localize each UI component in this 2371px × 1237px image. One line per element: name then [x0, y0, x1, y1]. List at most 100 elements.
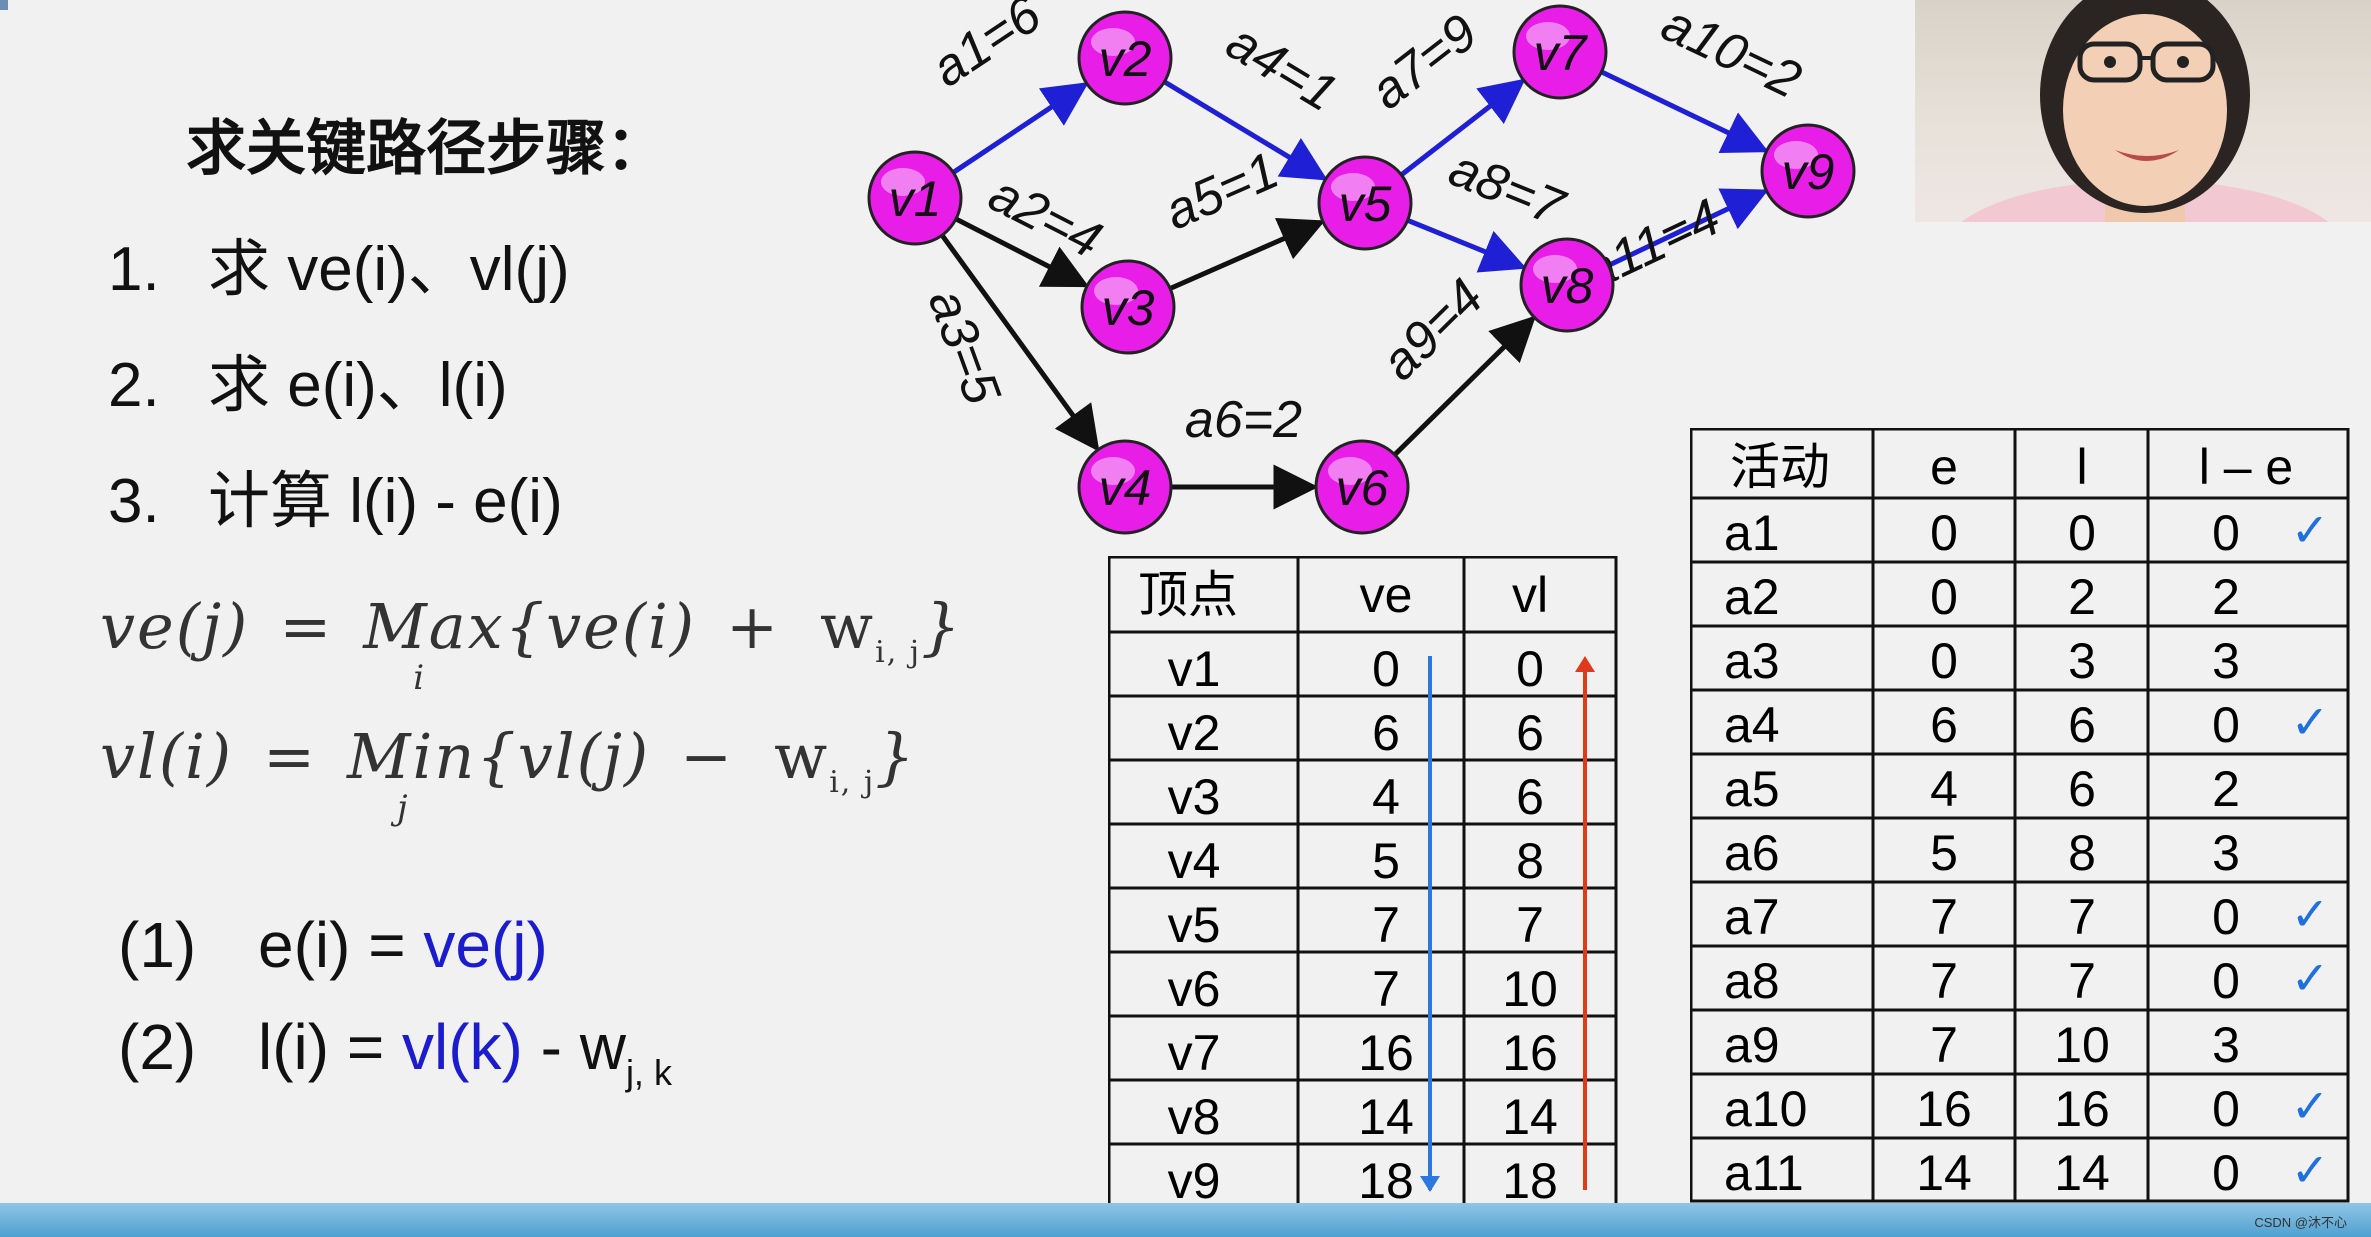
- edge-label: a10=2: [1653, 0, 1810, 110]
- window-corner-icon: [0, 0, 8, 10]
- vertex-name: v1: [1168, 641, 1221, 697]
- e-value: 6: [1930, 697, 1958, 753]
- edge: [1393, 315, 1537, 457]
- vertex-name: v5: [1168, 897, 1221, 953]
- vl-value: 0: [1516, 641, 1544, 697]
- ve-value: 0: [1372, 641, 1400, 697]
- column-header: vl: [1512, 567, 1548, 623]
- vertex-name: v3: [1168, 769, 1221, 825]
- edge-label: a7=9: [1360, 3, 1488, 121]
- edge-label: a2=4: [980, 165, 1111, 270]
- activity-name: a9: [1724, 1017, 1780, 1073]
- rule-1: (1)e(i) = ve(j): [118, 908, 548, 982]
- rule-rhs: vl(k): [402, 1011, 523, 1083]
- vertex-name: v4: [1168, 833, 1221, 889]
- presenter-webcam: [1915, 0, 2371, 222]
- edge-label: a4=1: [1217, 13, 1347, 123]
- slack-value: 0: [2212, 953, 2240, 1009]
- node-label: v5: [1339, 176, 1392, 232]
- rule-index: (2): [118, 1011, 197, 1083]
- page-title: 求关键路径步骤：: [186, 115, 666, 182]
- e-value: 14: [1916, 1145, 1972, 1201]
- column-header: 活动: [1730, 439, 1830, 495]
- ve-value: 14: [1358, 1089, 1414, 1145]
- vl-value: 16: [1502, 1025, 1558, 1081]
- edge-label: a5=1: [1156, 141, 1287, 241]
- ve-value: 7: [1372, 897, 1400, 953]
- ve-value: 6: [1372, 705, 1400, 761]
- node-highlight: [1533, 255, 1577, 283]
- step-text: 求 ve(i)、vl(j): [208, 235, 570, 304]
- slack-value: 2: [2212, 569, 2240, 625]
- critical-check-icon: ✓: [2291, 888, 2330, 940]
- vl-value: 18: [1502, 1153, 1558, 1209]
- activity-name: a4: [1724, 697, 1780, 753]
- activity-name: a5: [1724, 761, 1780, 817]
- ve-value: 5: [1372, 833, 1400, 889]
- e-value: 7: [1930, 889, 1958, 945]
- rule-index: (1): [118, 909, 197, 981]
- formula-weight-subscript: i, j: [829, 765, 876, 800]
- slack-value: 0: [2212, 889, 2240, 945]
- slack-value: 2: [2212, 761, 2240, 817]
- formula-operator-name: Max: [363, 590, 505, 663]
- formula-lhs: vl(i): [100, 720, 234, 793]
- formula-operator-index: j: [397, 788, 410, 828]
- slack-value: 0: [2212, 1081, 2240, 1137]
- edge: [954, 216, 1090, 288]
- forward-pass-arrowhead: [1420, 1176, 1440, 1192]
- node-label: v6: [1336, 460, 1389, 516]
- node-highlight: [1331, 173, 1375, 201]
- ve-value: 16: [1358, 1025, 1414, 1081]
- watermark: CSDN @沐不心: [2254, 1215, 2347, 1230]
- step-number: 1.: [108, 235, 160, 304]
- node-label: v7: [1534, 25, 1589, 81]
- rule-rest: - w: [522, 1011, 626, 1083]
- critical-check-icon: ✓: [2291, 1080, 2330, 1132]
- l-value: 10: [2054, 1017, 2110, 1073]
- l-value: 7: [2068, 953, 2096, 1009]
- column-header: l – e: [2199, 439, 2294, 495]
- l-value: 0: [2068, 505, 2096, 561]
- vertex-name: v9: [1168, 1153, 1221, 1209]
- critical-edge: [951, 82, 1089, 175]
- formula-operator-name: Min: [347, 720, 477, 793]
- e-value: 0: [1930, 633, 1958, 689]
- node-label: v9: [1782, 144, 1835, 200]
- node-highlight: [881, 168, 925, 196]
- ve-value: 7: [1372, 961, 1400, 1017]
- vl-value: 14: [1502, 1089, 1558, 1145]
- formula-operator-index: i: [413, 658, 427, 698]
- vertex-name: v7: [1168, 1025, 1221, 1081]
- activity-name: a8: [1724, 953, 1780, 1009]
- critical-check-icon: ✓: [2291, 696, 2330, 748]
- node-highlight: [1526, 22, 1570, 50]
- backward-pass-arrowhead: [1575, 656, 1595, 672]
- critical-check-icon: ✓: [2291, 1144, 2330, 1196]
- taskbar: [0, 1203, 2371, 1237]
- node-label: v1: [889, 171, 942, 227]
- formula-sign: +: [726, 590, 781, 663]
- ve-value: 18: [1358, 1153, 1414, 1209]
- node-highlight: [1328, 457, 1372, 485]
- slack-value: 3: [2212, 825, 2240, 881]
- critical-edge: [1399, 78, 1526, 177]
- activity-name: a6: [1724, 825, 1780, 881]
- activity-name: a1: [1724, 505, 1780, 561]
- formula-brace-expr: {ve(i): [504, 590, 697, 663]
- slack-value: 0: [2212, 1145, 2240, 1201]
- critical-edge: [1607, 188, 1769, 268]
- vl-value: 6: [1516, 769, 1544, 825]
- column-header: l: [2076, 439, 2087, 495]
- rule-rhs: ve(j): [423, 909, 548, 981]
- node-highlight: [1774, 141, 1818, 169]
- activity-name: a2: [1724, 569, 1780, 625]
- e-value: 16: [1916, 1081, 1972, 1137]
- vertex-name: v2: [1168, 705, 1221, 761]
- e-value: 0: [1930, 505, 1958, 561]
- formula-weight-subscript: i, j: [875, 635, 922, 670]
- vl-value: 8: [1516, 833, 1544, 889]
